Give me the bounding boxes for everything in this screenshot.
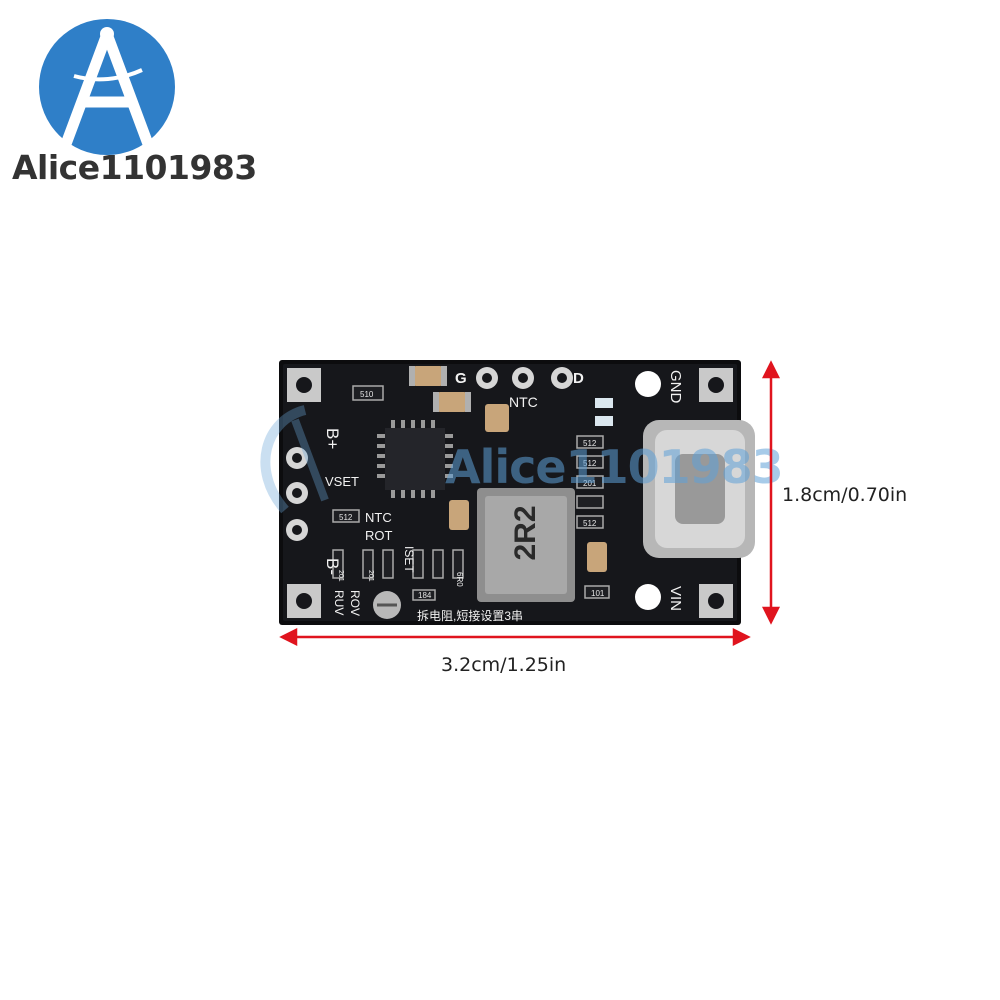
svg-text:512: 512	[583, 519, 597, 528]
svg-text:201: 201	[583, 479, 597, 488]
label-chinese-note: 拆电阻,短接设置3串	[417, 608, 523, 623]
label-rov: ROV	[348, 590, 362, 616]
watermark-icon	[260, 405, 329, 514]
svg-text:184: 184	[418, 591, 432, 600]
label-g: G	[455, 370, 467, 387]
svg-text:201: 201	[337, 570, 344, 582]
svg-text:201: 201	[367, 570, 374, 582]
label-b-minus: B-	[323, 558, 342, 575]
svg-text:6R0: 6R0	[455, 572, 464, 587]
svg-text:510: 510	[360, 390, 374, 399]
height-arrow-bottom-head	[761, 606, 781, 625]
svg-text:512: 512	[339, 513, 353, 522]
label-d: D	[573, 370, 584, 387]
svg-text:512: 512	[583, 439, 597, 448]
inductor-label: 2R2	[509, 505, 542, 560]
label-rot: ROT	[365, 528, 393, 543]
label-iset: ISET	[402, 546, 416, 573]
label-ntc-top: NTC	[509, 394, 538, 410]
svg-text:512: 512	[583, 459, 597, 468]
height-arrow-top-head	[761, 360, 781, 379]
label-ntc-mid: NTC	[365, 510, 392, 525]
logo-text: Alice1101983	[12, 148, 257, 187]
corner-pads	[287, 368, 733, 618]
logo-icon	[39, 19, 175, 155]
label-vset: VSET	[325, 474, 359, 489]
width-dimension-label: 3.2cm/1.25in	[441, 654, 567, 676]
svg-text:101: 101	[591, 589, 605, 598]
label-gnd: GND	[667, 370, 684, 404]
height-dimension-label: 1.8cm/0.70in	[782, 484, 908, 506]
label-ruv: RUV	[332, 590, 346, 615]
label-b-plus: B+	[323, 428, 342, 449]
watermark-text: Alice1101983	[445, 440, 784, 494]
label-vin: VIN	[667, 586, 684, 611]
charger-board: 2R2 510 512 512 201 512	[279, 360, 755, 625]
